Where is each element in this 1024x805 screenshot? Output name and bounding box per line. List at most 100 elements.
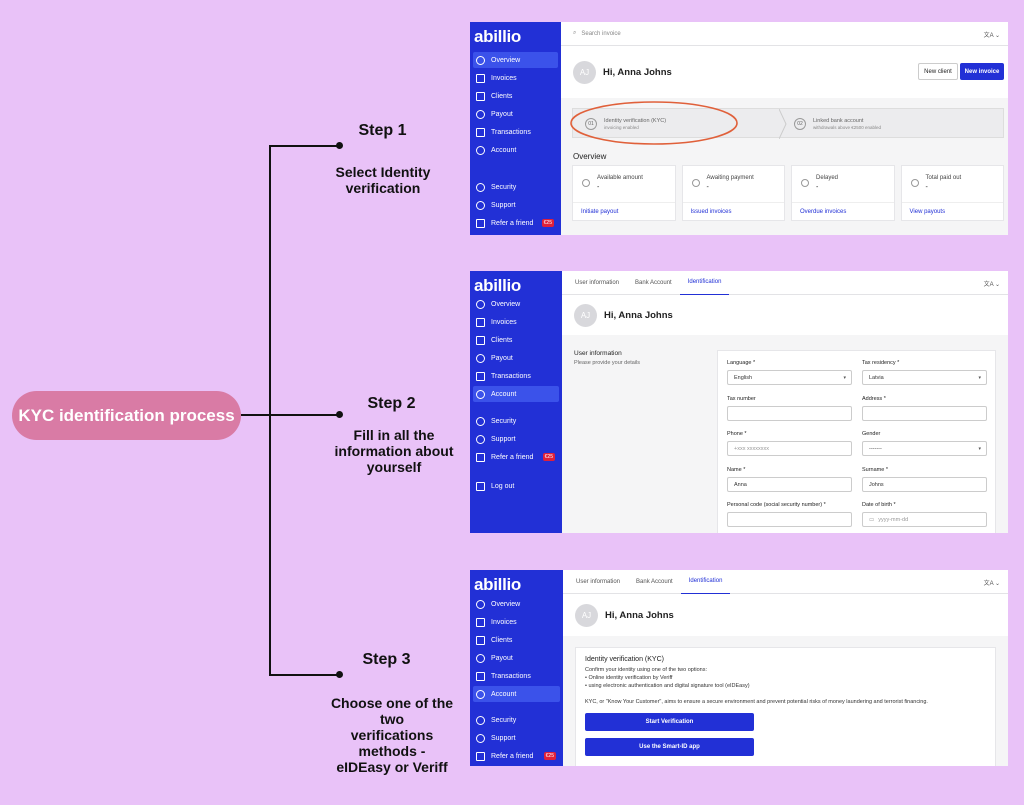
user-icon <box>476 389 485 399</box>
sidebar: abillio Overview Invoices Clients Payout… <box>470 271 562 533</box>
chevron-down-icon: ▾ <box>978 445 981 452</box>
new-invoice-button[interactable]: New invoice <box>960 63 1004 80</box>
nav-clients[interactable]: Clients <box>473 332 559 348</box>
step2-title: Step 2 <box>367 395 416 412</box>
arrows-icon <box>476 371 485 381</box>
nav-overview[interactable]: Overview <box>473 596 560 612</box>
logout-icon <box>476 481 485 491</box>
refresh-icon <box>691 179 700 187</box>
sidebar: abillio Overview Invoices Clients Payout… <box>470 570 563 766</box>
date-of-birth-input[interactable]: ▭yyyy-mm-dd <box>862 512 987 527</box>
surname-input[interactable]: Johns <box>862 477 987 492</box>
shield-icon <box>476 715 485 725</box>
nav-account[interactable]: Account <box>473 386 559 402</box>
avatar: AJ <box>573 60 596 84</box>
euro-icon <box>476 653 485 663</box>
nav-support[interactable]: Support <box>473 431 559 447</box>
overdue-invoices-link[interactable]: Overdue invoices <box>792 202 894 220</box>
kyc-intro: Confirm your identity using one of the t… <box>585 667 707 673</box>
gift-icon <box>476 751 485 761</box>
tax-residency-select[interactable]: Latvia▾ <box>862 370 987 385</box>
user-icon <box>476 145 485 155</box>
nav-invoices[interactable]: Invoices <box>473 70 558 86</box>
nav-account[interactable]: Account <box>473 142 558 158</box>
logo: abillio <box>474 276 522 295</box>
tax-number-input[interactable] <box>727 406 852 421</box>
language-switcher[interactable]: 文A ⌄ <box>983 33 1000 39</box>
nav-security[interactable]: Security <box>473 179 558 195</box>
connector-step3 <box>269 674 339 676</box>
language-switcher[interactable]: 文A ⌄ <box>983 282 1000 288</box>
phone-input[interactable]: +xxx xxxxxxxx <box>727 441 852 456</box>
nav-invoices[interactable]: Invoices <box>473 614 560 630</box>
address-input[interactable] <box>862 406 987 421</box>
account-tabs: User information Bank Account Identifica… <box>562 271 1008 295</box>
smart-id-button[interactable]: Use the Smart-ID app <box>585 738 754 756</box>
gender-select[interactable]: -------▾ <box>862 441 987 456</box>
nav-clients[interactable]: Clients <box>473 88 558 104</box>
nav-account[interactable]: Account <box>473 686 560 702</box>
nav-clients[interactable]: Clients <box>473 632 560 648</box>
nav-refer[interactable]: Refer a friend€25 <box>473 215 558 231</box>
invoice-icon <box>476 617 485 627</box>
clock-icon <box>582 179 590 187</box>
kyc-option-eideasy: • using electronic authentication and di… <box>585 683 750 689</box>
tab-bank-account[interactable]: Bank Account <box>636 578 673 585</box>
nav-refer[interactable]: Refer a friend€25 <box>473 748 560 764</box>
new-client-button[interactable]: New client <box>918 63 958 80</box>
search-bar[interactable]: ⌕ Search invoice 文A ⌄ <box>561 22 1008 46</box>
kyc-process-label: KYC identification process <box>12 391 241 440</box>
nav-payout[interactable]: Payout <box>473 650 560 666</box>
tab-bank-account[interactable]: Bank Account <box>635 279 672 286</box>
view-payouts-link[interactable]: View payouts <box>901 202 1003 220</box>
nav-security[interactable]: Security <box>473 413 559 429</box>
tab-identification[interactable]: Identification <box>679 271 730 295</box>
connector-dot-3 <box>336 671 343 678</box>
avatar: AJ <box>574 303 597 327</box>
connector-step2 <box>269 414 339 416</box>
search-icon: ⌕ <box>573 30 577 36</box>
connector-step1 <box>269 145 339 147</box>
kyc-option-veriff: • Online identity verification by Veriff <box>585 675 673 681</box>
nav-transactions[interactable]: Transactions <box>473 124 558 140</box>
sidebar: abillio Overview Invoices Clients Payout… <box>470 22 561 235</box>
shield-icon <box>476 416 485 426</box>
card-paid-out: Total paid out-View payouts <box>900 165 1004 221</box>
overview-title: Overview <box>573 152 607 161</box>
nav-overview[interactable]: Overview <box>473 52 558 68</box>
nav-security[interactable]: Security <box>473 712 560 728</box>
nav-support[interactable]: Support <box>473 197 558 213</box>
nav-invoices[interactable]: Invoices <box>473 314 559 330</box>
refer-badge: €25 <box>542 453 555 461</box>
nav-logout[interactable]: Log out <box>473 478 559 494</box>
nav-transactions[interactable]: Transactions <box>473 668 560 684</box>
tab-user-information[interactable]: User information <box>576 578 621 585</box>
nav-support[interactable]: Support <box>473 730 560 746</box>
help-icon <box>476 434 485 444</box>
nav-transactions[interactable]: Transactions <box>473 368 559 384</box>
kyc-title: Identity verification (KYC) <box>585 656 664 663</box>
clients-icon <box>476 91 485 101</box>
chevron-down-icon: ▾ <box>843 374 846 381</box>
initiate-payout-link[interactable]: Initiate payout <box>573 202 675 220</box>
shield-icon <box>476 182 485 192</box>
nav-payout[interactable]: Payout <box>473 106 558 122</box>
tab-user-information[interactable]: User information <box>575 279 620 286</box>
personal-code-input[interactable] <box>727 512 852 527</box>
issued-invoices-link[interactable]: Issued invoices <box>682 202 784 220</box>
kyc-step-identity[interactable]: 01 Identity verification (KYC)invoicing … <box>585 109 666 139</box>
nav-overview[interactable]: Overview <box>473 296 559 312</box>
start-verification-button[interactable]: Start Verification <box>585 713 754 731</box>
language-switcher[interactable]: 文A ⌄ <box>983 581 1000 587</box>
invoice-icon <box>476 317 485 327</box>
language-select[interactable]: English▾ <box>727 370 852 385</box>
card-available: Available amount-Initiate payout <box>572 165 676 221</box>
nav-refer[interactable]: Refer a friend€25 <box>473 449 559 465</box>
name-input[interactable]: Anna <box>727 477 852 492</box>
logo: abillio <box>474 27 522 46</box>
euro-icon <box>476 353 485 363</box>
nav-payout[interactable]: Payout <box>473 350 559 366</box>
tab-identification[interactable]: Identification <box>680 570 731 594</box>
search-input[interactable]: Search invoice <box>581 30 621 37</box>
